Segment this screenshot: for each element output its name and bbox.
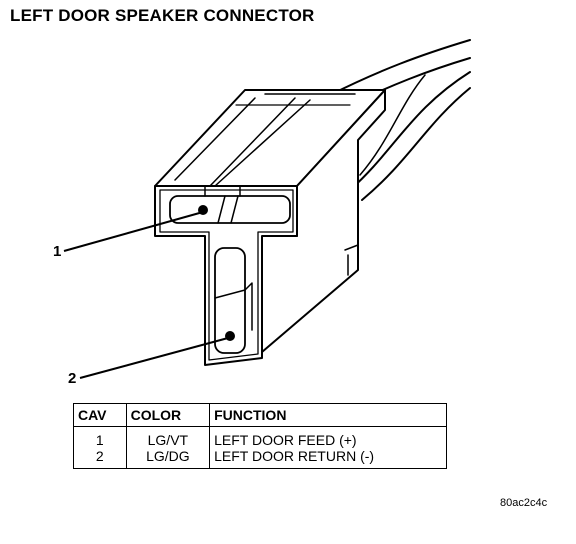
cell-cav: 2 xyxy=(73,448,127,469)
table-row: 2 LG/DG LEFT DOOR RETURN (-) xyxy=(73,448,447,469)
cell-color: LG/VT xyxy=(126,426,211,448)
leader-line-2 xyxy=(79,337,229,379)
cavity-1 xyxy=(169,195,291,224)
cell-cav: 1 xyxy=(73,426,127,448)
wire-harness xyxy=(329,39,471,96)
header-color: COLOR xyxy=(126,403,211,427)
figure-code: 80ac2c4c xyxy=(500,497,548,509)
header-function: FUNCTION xyxy=(209,403,447,427)
callout-2: 2 xyxy=(68,370,77,387)
connector-front-face xyxy=(154,185,298,366)
table-header-row: CAV COLOR FUNCTION xyxy=(73,403,447,427)
callout-1: 1 xyxy=(53,243,62,260)
cavity-2 xyxy=(214,247,246,354)
cell-function: LEFT DOOR FEED (+) xyxy=(214,432,357,448)
cell-function: LEFT DOOR RETURN (-) xyxy=(214,448,375,464)
diagram-title: LEFT DOOR SPEAKER CONNECTOR xyxy=(10,6,315,25)
connector-illustration xyxy=(63,39,471,379)
pinout-table: CAV COLOR FUNCTION 1 LG/VT LEFT DOOR FEE… xyxy=(73,403,447,469)
pin-2-dot xyxy=(225,331,235,341)
table-row: 1 LG/VT LEFT DOOR FEED (+) xyxy=(73,426,447,448)
header-cav: CAV xyxy=(73,403,127,427)
cell-color: LG/DG xyxy=(126,448,211,469)
leader-line-1 xyxy=(63,211,204,252)
